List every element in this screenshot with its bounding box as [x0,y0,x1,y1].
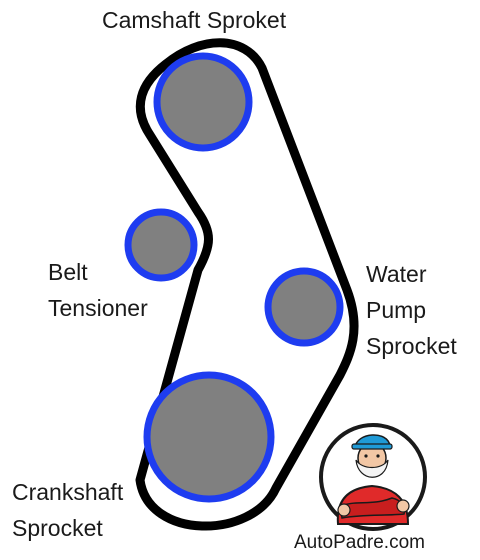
crankshaft-sprocket [143,371,275,503]
timing-belt [135,38,359,531]
belt-tensioner-label-line: Belt [48,259,88,285]
water-pump-label-line: Sprocket [366,333,457,359]
water-pump-label-line: Water [366,261,427,287]
belt-tensioner-label-line: Tensioner [48,295,148,321]
camshaft-label-line: Camshaft Sproket [102,7,287,33]
water-pump-label: Water Pump Sprocket [366,256,457,364]
crankshaft-label-line: Crankshaft [12,479,124,505]
belt-tensioner-label: Belt Tensioner [48,254,148,326]
water-pump-sprocket [264,267,344,347]
mechanic-mascot-logo [319,423,427,531]
brand-site-link[interactable]: AutoPadre.com [294,532,425,553]
crankshaft-label: Crankshaft Sprocket [12,474,123,546]
crankshaft-label-line: Sprocket [12,515,103,541]
camshaft-label: Camshaft Sproket [102,2,286,38]
water-pump-label-line: Pump [366,297,427,323]
belt-tensioner-pulley [124,208,198,282]
camshaft-sprocket [153,52,253,152]
